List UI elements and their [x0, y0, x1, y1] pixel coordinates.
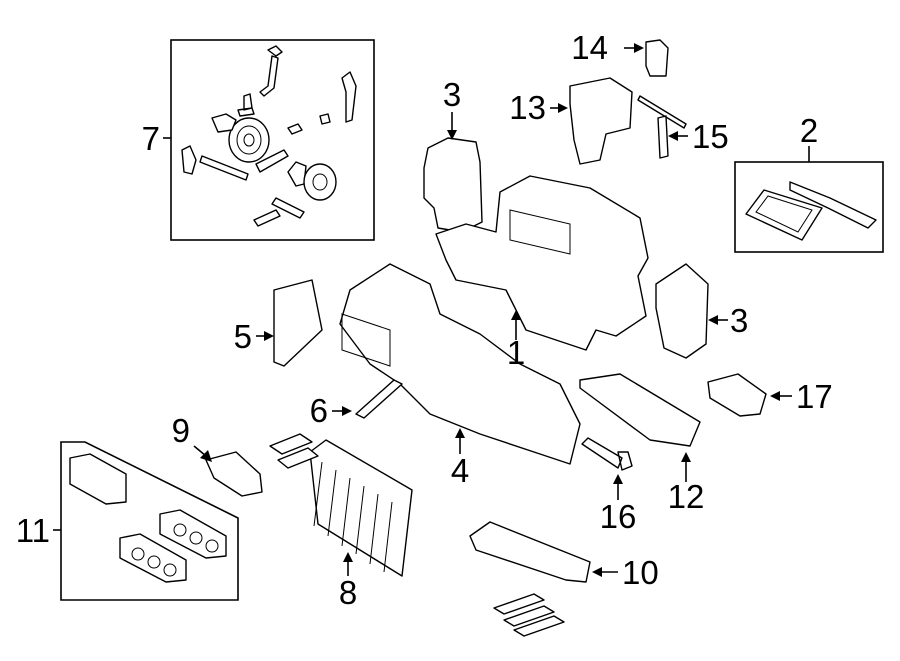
- callout-4: 4: [451, 452, 469, 489]
- part-15-sensor: [637, 95, 687, 159]
- callout-1: 1: [507, 334, 525, 371]
- callout-16: 16: [600, 498, 637, 535]
- part-16-valve: [581, 437, 633, 471]
- part-4-lower-housing: [339, 263, 581, 465]
- part-8-evaporator: [269, 433, 413, 577]
- callout-12: 12: [668, 478, 705, 515]
- leader-lines: [53, 43, 810, 577]
- part-14-actuator: [645, 39, 669, 77]
- part-12-bracket: [579, 373, 701, 447]
- callout-5: 5: [234, 318, 252, 355]
- kit-11-box: [60, 441, 239, 601]
- part-6-seal: [355, 379, 403, 419]
- callout-3-upper: 3: [443, 76, 461, 113]
- part-3-right-duct: [655, 263, 709, 359]
- part-5-cabin-filter: [273, 279, 323, 367]
- callout-2: 2: [800, 112, 818, 149]
- kit-7-box: [170, 39, 375, 241]
- part-7-hardware: [181, 45, 357, 227]
- part-2-filters: [745, 181, 877, 241]
- part-17-module: [707, 373, 767, 417]
- callout-6: 6: [310, 392, 328, 429]
- part-9-expansion-valve: [205, 451, 263, 497]
- callout-14: 14: [571, 29, 608, 66]
- callout-10: 10: [622, 554, 659, 591]
- part-11-vents: [69, 453, 227, 583]
- callout-3-right: 3: [730, 302, 748, 339]
- part-3-upper-duct: [423, 137, 483, 233]
- callout-15: 15: [692, 118, 729, 155]
- callout-7: 7: [142, 120, 160, 157]
- callout-13: 13: [509, 89, 546, 126]
- part-1-hvac-housing: [435, 175, 649, 351]
- callout-17: 17: [796, 378, 833, 415]
- callout-8: 8: [339, 574, 357, 611]
- part-13-blower-motor: [569, 77, 633, 165]
- part-10-heater-core: [469, 521, 591, 637]
- callout-11: 11: [16, 512, 50, 549]
- callout-9: 9: [172, 412, 190, 449]
